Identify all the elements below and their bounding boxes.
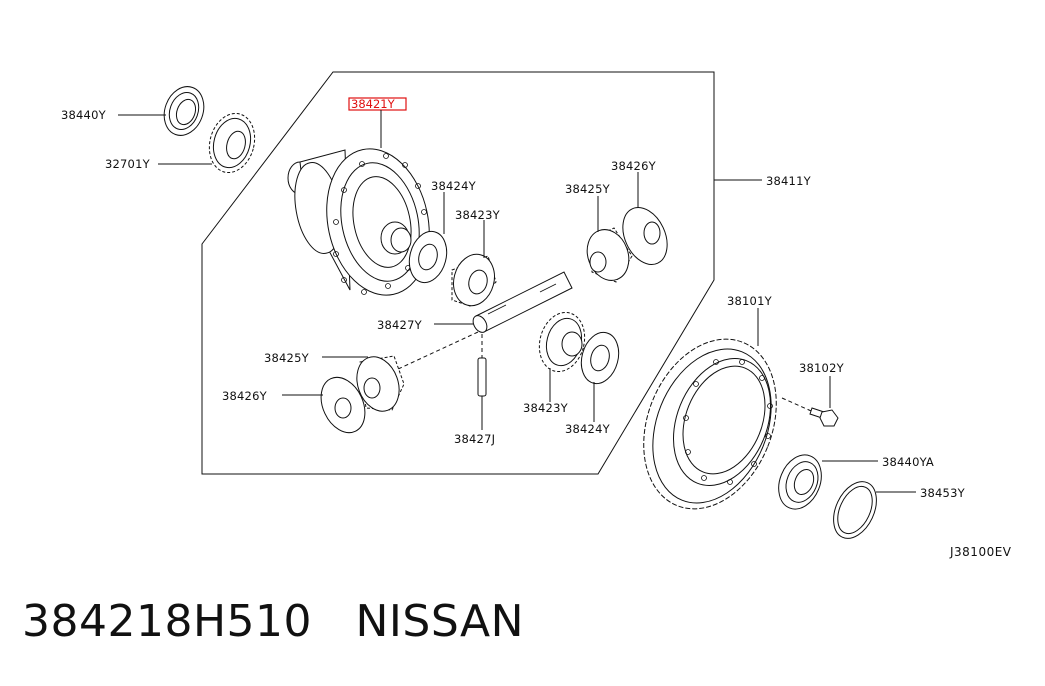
callout-38426Y-upper: 38426Y [611,159,657,173]
oil-seal-38440Y[interactable] [158,81,211,141]
differential-case-38421Y[interactable] [287,139,442,305]
thrust-washer-38424Y-lower[interactable] [576,328,624,388]
ring-gear-38101Y[interactable] [620,319,801,529]
part-number-caption: 384218H510 NISSAN [22,596,525,647]
callout-32701Y: 32701Y [105,157,151,171]
callout-38421Y[interactable]: 38421Y [351,97,396,111]
callout-38411Y: 38411Y [766,174,812,188]
callout-38440YA: 38440YA [882,455,934,469]
pinion-shaft-38427Y[interactable] [470,271,573,335]
callout-38427J: 38427J [454,432,495,446]
side-gear-38423Y-lower[interactable] [533,307,591,376]
bolt-38102Y[interactable] [781,397,839,427]
thrust-washer-38424Y-upper[interactable] [404,227,452,287]
callout-38423Y-upper: 38423Y [455,208,501,222]
callout-38424Y-upper: 38424Y [431,179,477,193]
pinion-gear-38425Y-upper[interactable] [580,224,635,287]
callout-38101Y: 38101Y [727,294,773,308]
diagram-reference-code: J38100EV [949,545,1012,559]
assembly-boundary [201,71,715,475]
callout-38102Y: 38102Y [799,361,845,375]
shim-38453Y[interactable] [825,475,885,545]
callout-38424Y-lower: 38424Y [565,422,611,436]
gear-32701Y[interactable] [203,108,261,177]
pinion-gear-38425Y-lower[interactable] [350,351,407,417]
callout-38426Y-lower: 38426Y [222,389,268,403]
thrust-washer-38426Y-upper[interactable] [614,200,676,271]
callout-38423Y-lower: 38423Y [523,401,569,415]
highlight-box [348,97,407,111]
oil-seal-38440YA[interactable] [771,449,829,516]
callout-38425Y-lower: 38425Y [264,351,310,365]
lock-pin-38427J[interactable] [477,334,487,397]
callout-38425Y-upper: 38425Y [565,182,611,196]
callout-38440Y: 38440Y [61,108,107,122]
callout-38453Y: 38453Y [920,486,966,500]
thrust-washer-38426Y-lower[interactable] [313,370,374,439]
side-gear-38423Y-upper[interactable] [448,250,500,311]
callout-38427Y: 38427Y [377,318,423,332]
